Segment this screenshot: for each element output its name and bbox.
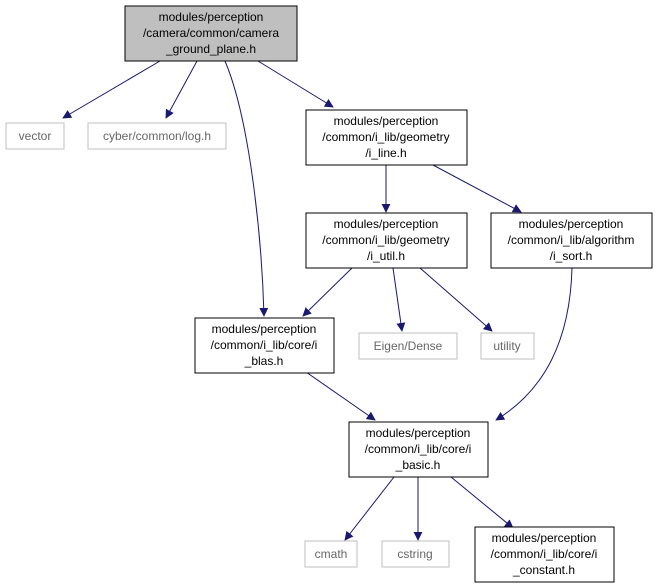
node-label-line: modules/perception — [334, 217, 439, 231]
edge-i-basic-to-cmath — [344, 476, 395, 541]
edge-i-util-to-i-blas — [302, 267, 353, 317]
node-label-line: /common/i_lib/geometry — [322, 233, 449, 247]
node-label-line: _ground_plane.h — [165, 42, 256, 56]
node-label-line: /i_sort.h — [550, 249, 593, 263]
node-root[interactable]: modules/perception /camera/common/camera… — [124, 5, 298, 62]
edge-root-to-i-line — [257, 60, 334, 108]
node-i-util[interactable]: modules/perception /common/i_lib/geometr… — [305, 212, 468, 269]
edge-i-util-to-eigen-dense — [392, 267, 406, 332]
node-label-line: /common/i_lib/algorithm — [508, 233, 635, 247]
edge-i-line-to-i-sort — [432, 164, 522, 213]
node-i-sort[interactable]: modules/perception /common/i_lib/algorit… — [490, 212, 653, 269]
node-cstring: cstring — [381, 540, 450, 568]
node-label-line: modules/perception — [519, 217, 624, 231]
node-label-line: /common/i_lib/core/i — [365, 442, 472, 456]
node-label-line: _basic.h — [395, 458, 441, 472]
node-i-blas[interactable]: modules/perception /common/i_lib/core/i … — [194, 317, 335, 374]
edge-i-util-to-utility — [419, 267, 493, 332]
node-eigen-dense: Eigen/Dense — [358, 332, 458, 360]
node-i-basic[interactable]: modules/perception /common/i_lib/core/i … — [348, 421, 489, 478]
edge-i-sort-to-i-basic — [495, 267, 573, 421]
node-label-line: /common/i_lib/geometry — [322, 130, 449, 144]
node-label-line: /common/i_lib/core/i — [491, 547, 598, 561]
node-label-line: /i_util.h — [367, 249, 405, 263]
edge-i-basic-to-i-constant — [450, 476, 514, 529]
node-utility: utility — [480, 332, 535, 360]
node-label-line: Eigen/Dense — [374, 339, 443, 353]
node-cyber-log: cyber/common/log.h — [87, 122, 227, 150]
node-label-line: cstring — [397, 547, 432, 561]
edge-root-to-cyber-log — [165, 60, 198, 119]
node-label-line: modules/perception — [366, 426, 471, 440]
edge-i-blas-to-i-basic — [305, 371, 376, 421]
node-label-line: cmath — [315, 547, 348, 561]
node-label-line: vector — [19, 129, 52, 143]
node-label-line: utility — [493, 339, 520, 353]
edges — [62, 60, 573, 541]
edge-root-to-vector — [62, 60, 161, 119]
node-label-line: /common/i_lib/core/i — [211, 338, 318, 352]
node-label-line: modules/perception — [334, 114, 439, 128]
node-i-line[interactable]: modules/perception /common/i_lib/geometr… — [305, 109, 468, 166]
node-label-line: /camera/common/camera — [143, 26, 279, 40]
node-label-line: _constant.h — [512, 563, 575, 577]
node-label-line: /i_line.h — [365, 146, 406, 160]
node-label-line: modules/perception — [212, 322, 317, 336]
edge-root-to-i-blas — [224, 60, 269, 317]
node-cmath: cmath — [304, 540, 358, 568]
node-label-line: cyber/common/log.h — [103, 129, 211, 143]
node-vector: vector — [5, 122, 65, 150]
node-label-line: _blas.h — [244, 354, 284, 368]
node-label-line: modules/perception — [492, 531, 597, 545]
node-i-constant[interactable]: modules/perception /common/i_lib/core/i … — [474, 526, 615, 583]
node-label-line: modules/perception — [159, 10, 264, 24]
